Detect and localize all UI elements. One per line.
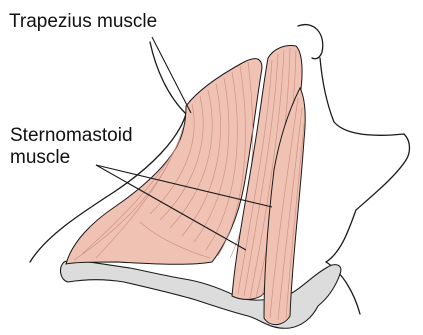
sternomastoid-label: Sternomastoid muscle bbox=[10, 125, 133, 169]
trapezius-label: Trapezius muscle bbox=[9, 11, 157, 33]
trapezius-leader-line bbox=[152, 37, 191, 113]
sternomastoid-label-line1: Sternomastoid bbox=[10, 125, 133, 147]
sternomastoid-label-line2: muscle bbox=[10, 147, 133, 169]
clavicle-bone bbox=[61, 261, 341, 329]
